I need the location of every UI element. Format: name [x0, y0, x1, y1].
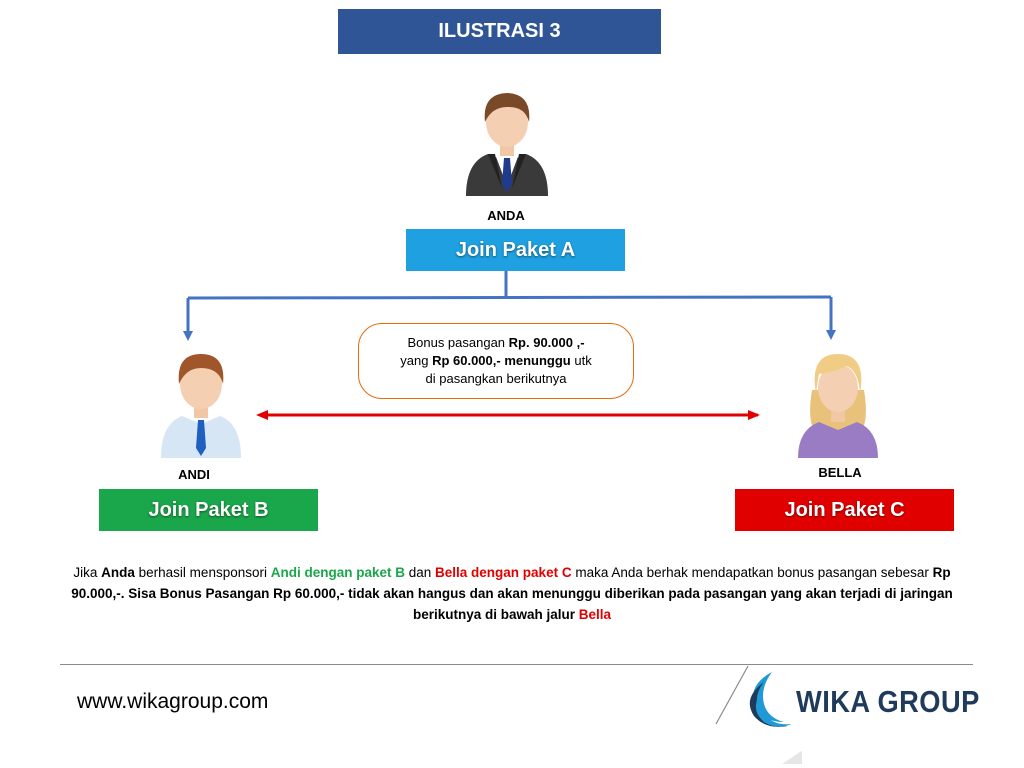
bonus-line-3: di pasangkan berikutnya [425, 371, 567, 386]
page-title: ILUSTRASI 3 [338, 9, 661, 54]
woman-avatar-icon [798, 354, 878, 458]
footer-url[interactable]: www.wikagroup.com [77, 690, 269, 713]
bonus-line-1: Bonus pasangan Rp. 90.000 ,- [407, 335, 585, 350]
description-text: Jika Anda berhasil mensponsori Andi deng… [71, 565, 953, 622]
bonus-line-2: yang Rp 60.000,- menunggu utk [400, 353, 592, 368]
wika-logo-icon [715, 665, 802, 764]
person-name-andi: ANDI [178, 467, 210, 482]
footer-divider [60, 664, 973, 665]
package-b-badge: Join Paket B [99, 489, 318, 531]
person-name-bella: BELLA [818, 465, 862, 480]
package-c-badge: Join Paket C [735, 489, 954, 531]
businessman-avatar-icon [466, 93, 548, 196]
wika-group-brand: WIKA GROUP [796, 684, 980, 719]
connector-horizontal [187, 295, 832, 300]
package-a-badge: Join Paket A [406, 229, 625, 271]
bonus-info-box: Bonus pasangan Rp. 90.000 ,- yang Rp 60.… [358, 323, 634, 399]
person-name-anda: ANDA [487, 208, 525, 223]
man-avatar-icon [161, 354, 241, 458]
